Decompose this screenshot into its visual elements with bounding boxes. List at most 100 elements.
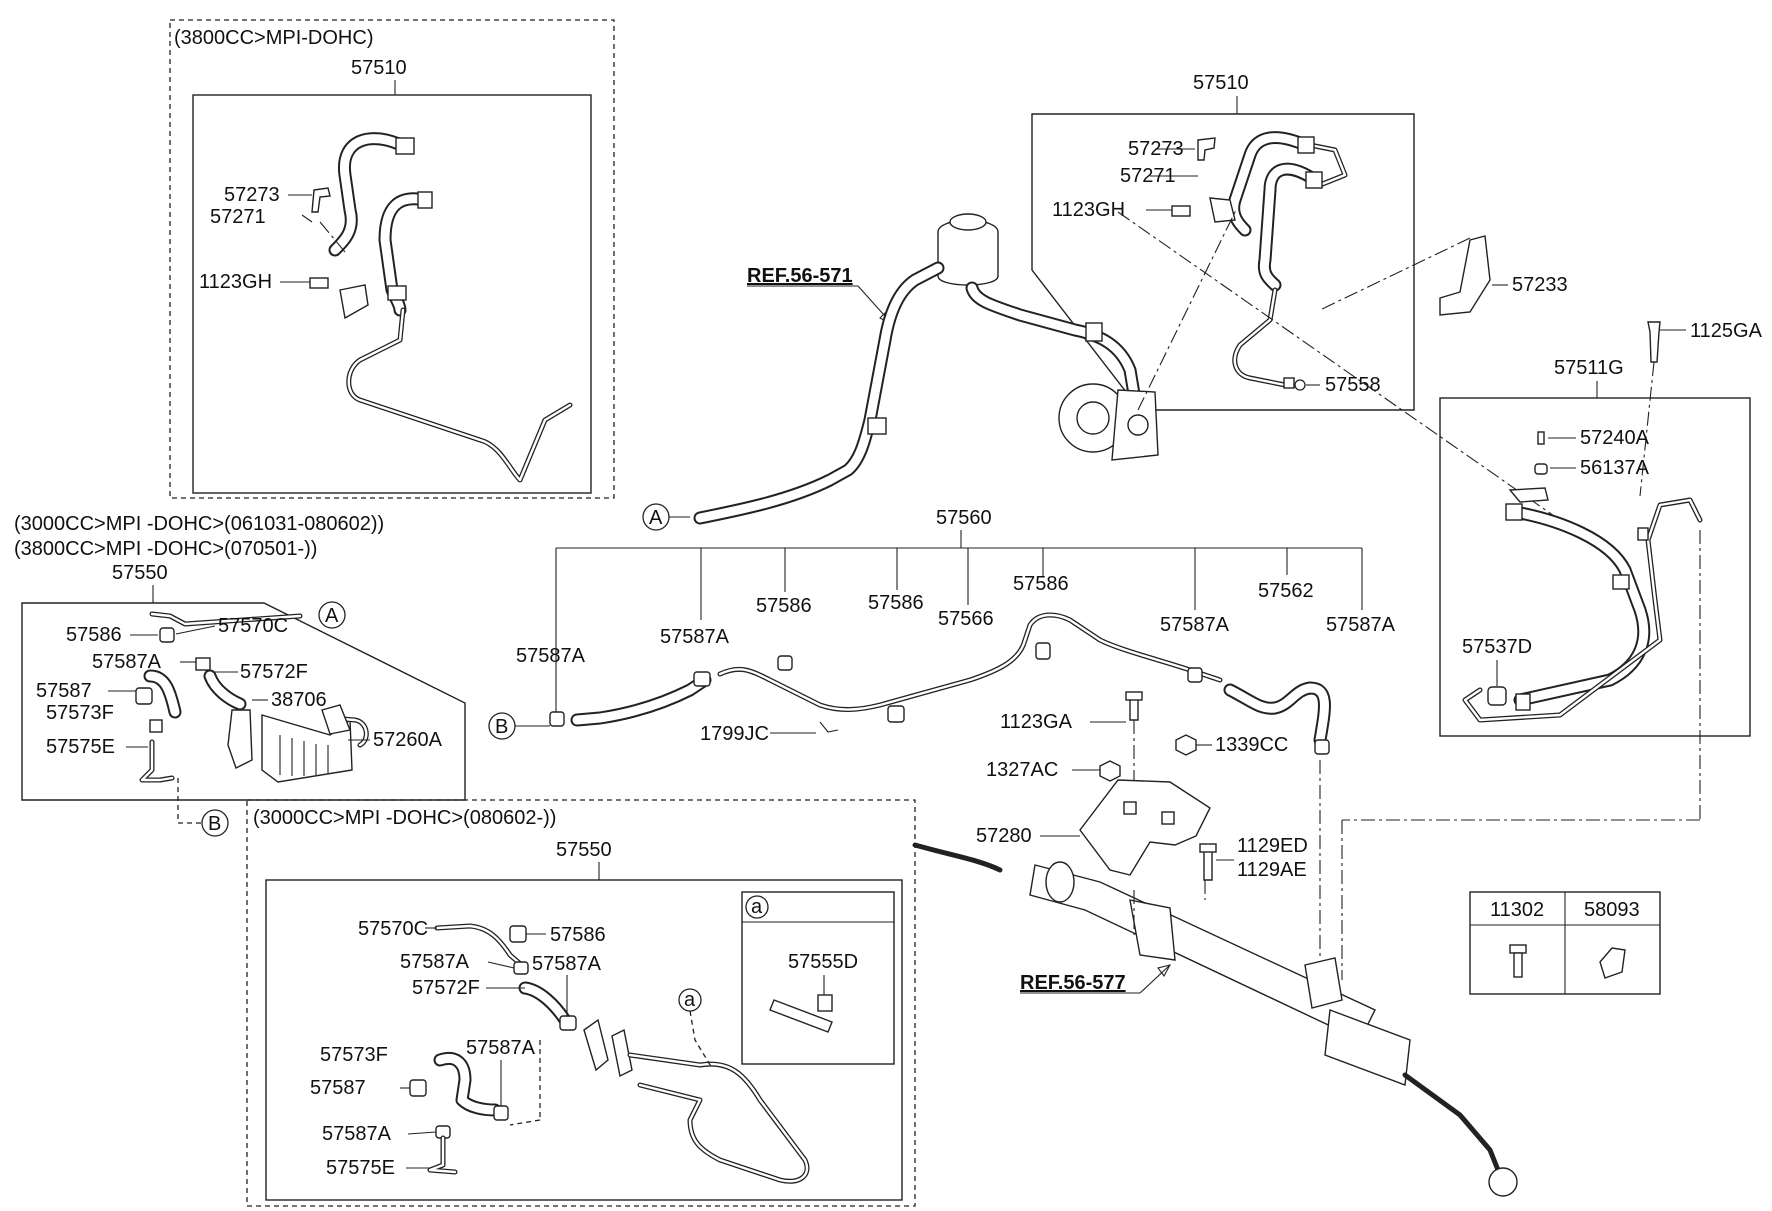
assembly-frame xyxy=(1439,397,1751,737)
clamp-icon xyxy=(135,687,153,705)
part-label: 57586 xyxy=(868,592,924,614)
part-label: 57511G xyxy=(1554,357,1624,379)
part-label: 57560 xyxy=(936,507,992,529)
part-label: 57271 xyxy=(210,206,266,228)
bolt-57240a-icon xyxy=(1537,431,1545,445)
cap-57537d-icon xyxy=(1487,686,1507,706)
bolt-57273-icon xyxy=(1197,137,1216,161)
assembly-57510-right: 57510 57273 57271 1123GH 57558 57233 xyxy=(1031,72,1568,411)
bolt-1123ga-icon xyxy=(1129,697,1139,721)
clamp-icon xyxy=(513,961,529,975)
clip-58093-icon xyxy=(1599,947,1626,979)
part-label: 1327AC xyxy=(986,759,1058,781)
variant-label: (3000CC>MPI -DOHC>(080602-)) xyxy=(253,807,556,829)
detail-marker-label: a xyxy=(684,989,696,1011)
part-label: 1129AE xyxy=(1237,859,1307,881)
variant-3000-late-group: (3000CC>MPI -DOHC>(080602-)) 57550 a 575… xyxy=(246,799,916,1207)
steering-rack xyxy=(1029,864,1376,1041)
oil-cooler-38706 xyxy=(261,714,353,783)
part-label: 57572F xyxy=(240,661,308,683)
part-label: 57587 xyxy=(310,1077,366,1099)
part-label: 57586 xyxy=(66,624,122,646)
bracket-57233 xyxy=(1439,235,1491,316)
assembly-frame xyxy=(192,94,592,494)
bolt-11302-icon xyxy=(1509,944,1527,954)
marker-b xyxy=(201,809,229,837)
clamp-icon xyxy=(549,711,565,727)
oil-cooler-loop xyxy=(627,1052,810,1184)
part-label: 1125GA xyxy=(1690,320,1763,342)
part-label: 57587A xyxy=(660,626,730,648)
part-label: 57586 xyxy=(550,924,606,946)
part-label: 57566 xyxy=(938,608,994,630)
assembly-frame xyxy=(1031,113,1415,411)
part-label: 57555D xyxy=(788,951,858,973)
o-ring-icon xyxy=(1294,379,1306,391)
part-label: 1123GH xyxy=(199,271,272,293)
part-label: 57510 xyxy=(1193,72,1249,94)
bolt-1123gh-icon xyxy=(309,277,329,289)
clamp-icon xyxy=(777,655,793,671)
part-label: 57550 xyxy=(112,562,168,584)
part-label: 57510 xyxy=(351,57,407,79)
nut-1327ac-icon xyxy=(1099,760,1121,782)
part-label: 57271 xyxy=(1120,165,1176,187)
clamp-icon xyxy=(159,627,175,643)
part-label: 57587A xyxy=(516,645,586,667)
clamp-icon xyxy=(693,671,711,687)
part-label: 57570C xyxy=(218,615,288,637)
variant-label: (3800CC>MPI-DOHC) xyxy=(174,27,373,49)
assembly-frame xyxy=(21,602,466,801)
detail-marker-label: a xyxy=(751,896,763,918)
part-label: 57586 xyxy=(756,595,812,617)
part-label: 57575E xyxy=(46,736,115,758)
return-pipe xyxy=(346,307,573,483)
part-label: 57260A xyxy=(373,729,443,751)
part-label: 57587A xyxy=(1326,614,1396,636)
clamp-icon xyxy=(1187,667,1203,683)
part-label: 57562 xyxy=(1258,580,1314,602)
part-label: 57573F xyxy=(46,702,114,724)
clip-1799jc-icon xyxy=(819,721,839,733)
bracket xyxy=(339,284,369,320)
bracket xyxy=(227,709,253,769)
gear-housing xyxy=(1304,957,1343,1009)
legend-header: 11302 xyxy=(1490,899,1544,921)
marker-label: B xyxy=(208,813,221,835)
bolt-57273-icon xyxy=(311,187,331,213)
variant-label: (3800CC>MPI -DOHC>(070501-)) xyxy=(14,538,317,560)
part-label: 57572F xyxy=(412,977,480,999)
variant-label: (3000CC>MPI -DOHC>(061031-080602)) xyxy=(14,513,384,535)
ref-label: REF.56-571 xyxy=(747,265,853,287)
bracket-57280 xyxy=(1079,779,1211,876)
variant-3800-top-group: (3800CC>MPI-DOHC) 57510 57273 57271 1123… xyxy=(169,19,615,499)
assembly-57550-left: (3000CC>MPI -DOHC>(061031-080602)) (3800… xyxy=(14,513,466,837)
part-label: 57573F xyxy=(320,1044,388,1066)
marker-label: A xyxy=(325,605,339,627)
clamp-icon xyxy=(1035,642,1051,660)
legend-header: 58093 xyxy=(1584,899,1640,921)
clamp-icon xyxy=(493,1105,509,1121)
part-label: 57575E xyxy=(326,1157,395,1179)
bracket xyxy=(583,1018,609,1072)
clamp-icon xyxy=(559,1015,577,1031)
marker-a xyxy=(318,601,346,629)
variant-dashed-frame xyxy=(246,799,916,1207)
part-label: 1799JC xyxy=(700,723,769,745)
variant-dashed-frame xyxy=(169,19,615,499)
grommet-56137a-icon xyxy=(1534,463,1548,475)
part-label: 1129ED xyxy=(1237,835,1308,857)
bolt-1123gh-icon xyxy=(1171,205,1191,217)
part-label: 56137A xyxy=(1580,457,1650,479)
part-label: 57537D xyxy=(1462,636,1532,658)
reservoir-body xyxy=(937,232,999,286)
part-label: 57587A xyxy=(400,951,470,973)
nut-1339cc-icon xyxy=(1175,734,1197,756)
part-label: 57586 xyxy=(1013,573,1069,595)
part-label: 1123GH xyxy=(1052,199,1125,221)
clamp-icon xyxy=(887,705,905,723)
part-label: 1339CC xyxy=(1215,734,1288,756)
cable xyxy=(912,842,1003,873)
return-line-57560: 57560 57587A 57587A 57586 57586 57566 xyxy=(488,507,1396,755)
